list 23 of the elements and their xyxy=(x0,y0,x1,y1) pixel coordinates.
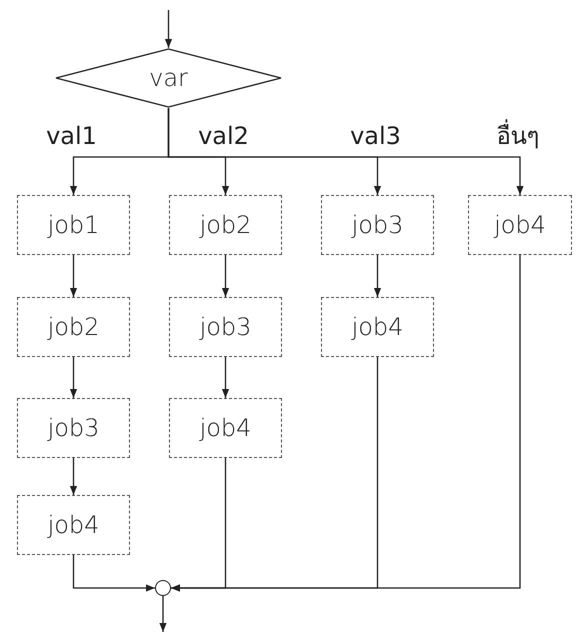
arrow xyxy=(168,108,524,195)
arrow xyxy=(70,357,78,398)
process-box: job2 xyxy=(17,297,130,357)
process-box: job4 xyxy=(321,297,434,357)
process-box: job3 xyxy=(17,398,130,458)
process-box: job2 xyxy=(169,195,282,255)
arrow xyxy=(171,255,521,592)
arrow xyxy=(72,555,155,592)
arrow xyxy=(70,458,78,495)
arrow xyxy=(222,357,230,398)
process-box: job4 xyxy=(169,398,282,458)
process-box: job4 xyxy=(17,495,130,555)
arrow xyxy=(159,596,167,632)
process-box: job4 xyxy=(468,195,572,255)
arrow xyxy=(374,255,382,297)
process-box: job3 xyxy=(321,195,434,255)
arrow xyxy=(70,255,78,297)
arrow xyxy=(222,255,230,297)
decision-diamond: var xyxy=(55,48,282,108)
process-box: job1 xyxy=(17,195,130,255)
junction-circle xyxy=(155,580,171,596)
arrow xyxy=(164,10,172,48)
process-box: job3 xyxy=(169,297,282,357)
